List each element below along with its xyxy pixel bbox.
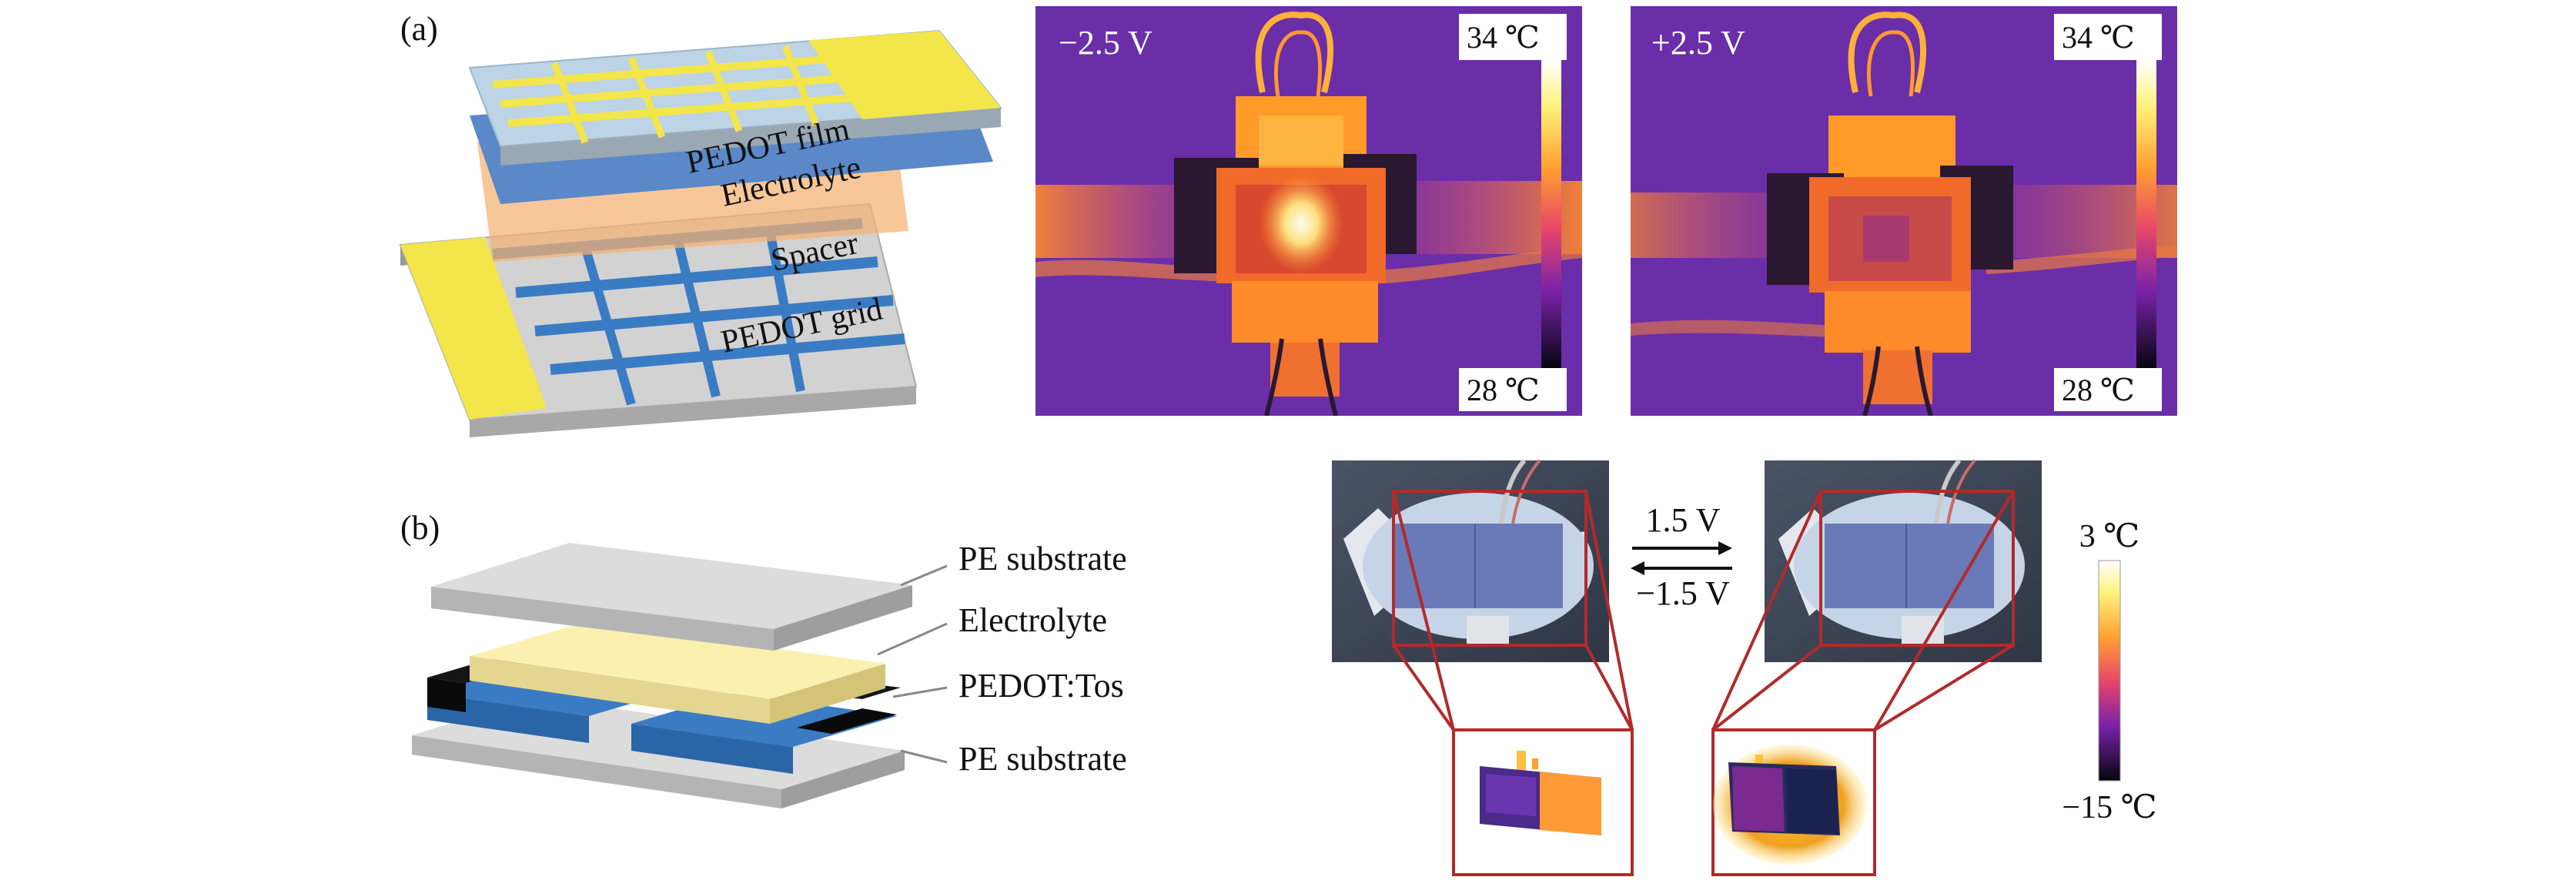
colorbar-b: [2098, 560, 2121, 782]
scale-max-right: 34 ℃: [2062, 20, 2135, 55]
scale-min-box-right: [2054, 368, 2162, 411]
voltage-forward: 1.5 V: [1646, 501, 1721, 539]
device-b-illustration: [412, 543, 948, 808]
voltage-right: +2.5 V: [1651, 24, 1745, 62]
label-pe-substrate-bottom: PE substrate: [958, 740, 1127, 778]
photo-right: [1765, 459, 2042, 662]
panel-b-label: (b): [400, 509, 440, 547]
scale-min-box-left: [1459, 368, 1567, 411]
voltage-arrows: [1631, 541, 1732, 575]
zoom-thermal-left: [1452, 728, 1634, 876]
scale-min-b: −15 ℃: [2062, 790, 2156, 825]
thermal-image-left: [1035, 6, 1582, 416]
device-a-illustration: [399, 29, 1002, 437]
colorbar-left: [1541, 60, 1561, 368]
label-electrolyte-b: Electrolyte: [958, 601, 1107, 639]
scale-max-b: 3 ℃: [2079, 519, 2139, 554]
label-pe-substrate-top: PE substrate: [958, 540, 1127, 577]
scale-min-left: 28 ℃: [1467, 373, 1540, 407]
scale-max-box-right: [2054, 14, 2162, 60]
panel-a-label: (a): [400, 10, 438, 48]
voltage-reverse: −1.5 V: [1636, 574, 1730, 612]
zoom-connectors: [1392, 490, 2015, 731]
thermal-image-right: [1631, 6, 2177, 416]
voltage-left: −2.5 V: [1059, 24, 1153, 62]
zoom-thermal-right: [1711, 728, 1876, 876]
scale-max-box-left: [1459, 14, 1567, 60]
scale-max-left: 34 ℃: [1467, 20, 1540, 55]
label-pedot-tos: PEDOT:Tos: [958, 667, 1124, 705]
colorbar-right: [2136, 60, 2156, 368]
scale-min-right: 28 ℃: [2062, 373, 2135, 407]
